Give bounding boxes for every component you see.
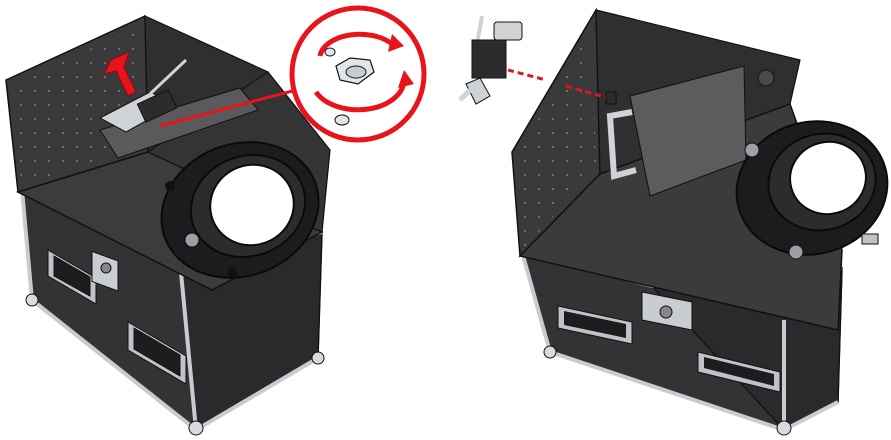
right-unit — [458, 7, 889, 436]
rotate-counterclockwise-icon — [313, 31, 414, 113]
right-case-handle-front — [557, 305, 633, 345]
right-flight-case — [520, 250, 843, 436]
left-case-handle-front — [47, 249, 97, 305]
wing-nut-callout — [289, 5, 427, 143]
right-case-handle-side — [697, 351, 781, 393]
right-housing — [511, 7, 843, 331]
left-lens-ring — [160, 141, 320, 279]
left-unit — [5, 14, 331, 436]
left-coupler-assembly — [98, 58, 188, 133]
small-bolt-icon — [324, 47, 350, 126]
left-case-latch — [91, 250, 119, 292]
right-case-latch — [641, 291, 693, 331]
removed-coupler — [458, 15, 523, 105]
right-lens-ring — [735, 120, 889, 260]
mounting-leader — [507, 68, 617, 105]
removal-arrow — [103, 51, 137, 97]
wing-nut-icon — [335, 57, 375, 85]
callout-leader-line — [159, 88, 297, 128]
left-case-handle-side — [127, 321, 187, 385]
